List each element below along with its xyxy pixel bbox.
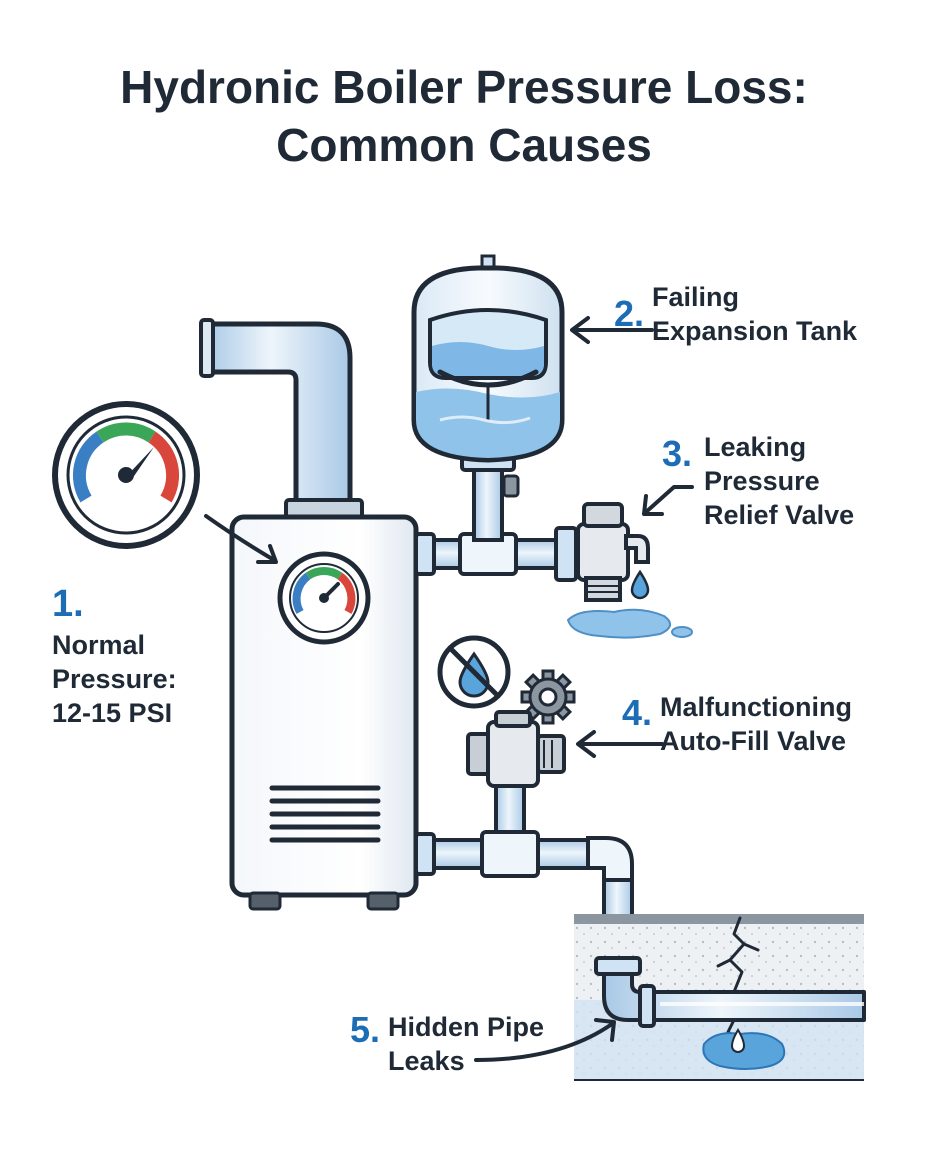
callout-hidden-pipe-leaks: 5. Hidden Pipe Leaks [350, 1010, 544, 1078]
callout-text-line: 12-15 PSI [52, 698, 173, 728]
callout-auto-fill-valve: 4. Malfunctioning Auto-Fill Valve [622, 690, 852, 758]
pressure-gauge-icon [52, 401, 200, 549]
callout-text-line: Leaks [388, 1046, 465, 1076]
callout-normal-pressure: 1. Normal Pressure: 12-15 PSI [52, 580, 177, 730]
boiler-pressure-gauge-icon [277, 551, 371, 645]
callout-number: 1. [52, 583, 84, 625]
callout-number: 2. [614, 293, 645, 334]
arrow-3 [642, 485, 694, 516]
arrow-5 [474, 1018, 616, 1062]
callout-text-line: Leaking [704, 432, 807, 462]
gear-icon [520, 669, 576, 725]
title-line-1: Hydronic Boiler Pressure Loss: [120, 61, 808, 113]
callout-expansion-tank: 2. Failing Expansion Tank [614, 280, 857, 348]
diagram-title: Hydronic Boiler Pressure Loss: Common Ca… [0, 58, 928, 174]
arrow-1 [204, 514, 278, 564]
arrow-4 [576, 730, 664, 758]
callout-text-line: Pressure [704, 466, 820, 496]
callout-text-line: Malfunctioning [660, 692, 852, 722]
callout-text-line: Pressure: [52, 664, 177, 694]
arrow-2 [570, 316, 654, 344]
callout-number: 3. [662, 433, 693, 474]
title-line-2: Common Causes [276, 119, 652, 171]
callout-text-line: Failing [652, 282, 740, 312]
callout-relief-valve: 3. Leaking Pressure Relief Valve [662, 430, 854, 532]
upper-pipe-run [414, 450, 580, 576]
no-water-icon [437, 635, 511, 709]
boiler-unit [229, 514, 419, 911]
callout-number: 4. [622, 692, 653, 733]
flue-pipe [199, 318, 364, 522]
expansion-tank [411, 254, 565, 463]
drip-icon [566, 569, 693, 639]
pipe-leak-puddle [702, 1028, 786, 1070]
callout-text-line: Normal [52, 630, 146, 660]
auto-fill-valve [466, 710, 566, 838]
callout-text-line: Relief Valve [704, 500, 855, 530]
callout-number: 5. [350, 1009, 381, 1050]
callout-text-line: Hidden Pipe [388, 1012, 545, 1042]
callout-text-line: Expansion Tank [652, 316, 858, 346]
boiler-vent-grille [269, 785, 381, 843]
pressure-relief-valve [554, 502, 650, 602]
callout-text-line: Auto-Fill Valve [660, 726, 847, 756]
